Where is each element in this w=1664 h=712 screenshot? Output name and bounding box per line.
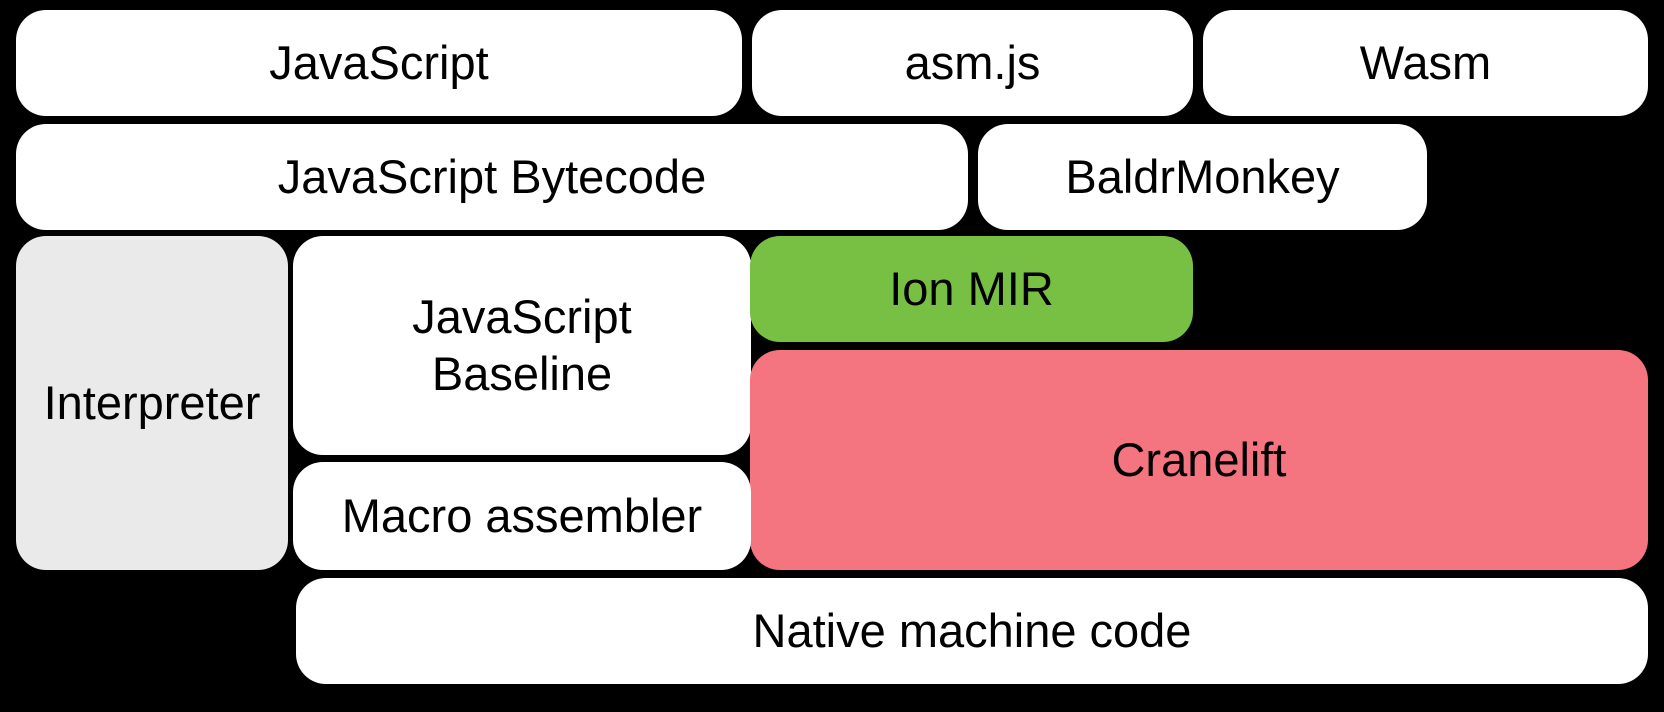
box-javascript: JavaScript <box>16 10 742 116</box>
box-javascript-bytecode: JavaScript Bytecode <box>16 124 968 230</box>
box-wasm-label: Wasm <box>1359 35 1492 89</box>
box-asmjs-label: asm.js <box>904 35 1041 89</box>
box-asmjs: asm.js <box>752 10 1193 116</box>
box-ion-mir: Ion MIR <box>750 236 1193 342</box>
box-javascript-bytecode-label: JavaScript Bytecode <box>277 149 707 203</box>
box-macro-assembler: Macro assembler <box>293 462 751 570</box>
box-cranelift: Cranelift <box>750 350 1648 570</box>
box-wasm: Wasm <box>1203 10 1648 116</box>
box-interpreter: Interpreter <box>16 236 288 570</box>
box-baldrmonkey: BaldrMonkey <box>978 124 1427 230</box>
box-native-machine-code: Native machine code <box>296 578 1648 684</box>
box-javascript-label: JavaScript <box>269 35 489 89</box>
box-macro-assembler-label: Macro assembler <box>341 488 703 542</box>
box-baldrmonkey-label: BaldrMonkey <box>1065 149 1340 203</box>
box-interpreter-label: Interpreter <box>43 375 261 429</box>
box-cranelift-label: Cranelift <box>1111 432 1287 486</box>
box-javascript-baseline: JavaScript Baseline <box>293 236 751 455</box>
box-ion-mir-label: Ion MIR <box>889 261 1054 315</box>
box-native-machine-code-label: Native machine code <box>752 603 1192 657</box>
box-javascript-baseline-label: JavaScript Baseline <box>412 290 632 400</box>
